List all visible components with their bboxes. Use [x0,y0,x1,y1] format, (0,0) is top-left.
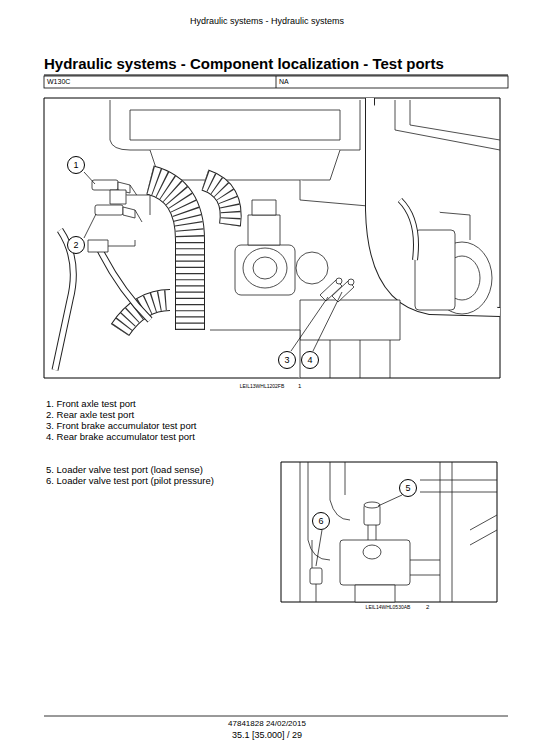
callout-number: 1 [67,156,85,174]
callout-text: 3 [284,356,289,365]
footer-text: 47841828 24/02/2015 [228,720,306,729]
list-item: 5. Loader valve test port (load sense) [46,465,203,475]
label-text: 1. Front axle test port [46,398,136,409]
callout-number: 2 [67,236,85,254]
figure-1 [44,98,500,378]
figure-id: LEIL14WHL0530AB [366,605,411,611]
list-item: 6. Loader valve test port (pilot pressur… [46,476,214,486]
running-header: Hydraulic systems - Hydraulic systems [190,17,344,27]
label-text: 2. Rear axle test port [46,409,134,420]
list-item: 3. Front brake accumulator test port [46,421,196,431]
callout-text: 2 [73,241,78,250]
label-text: 5. Loader valve test port (load sense) [46,464,203,475]
table-cell: W130C [47,78,70,86]
figure-2 [281,462,497,602]
label-text: 2 [426,604,429,610]
list-item: 4. Rear brake accumulator test port [46,432,195,442]
figure-number: 2 [426,604,429,611]
label-text: 3. Front brake accumulator test port [46,420,196,431]
callout-number: 5 [399,479,417,497]
callout-text: 1 [73,161,78,170]
label-text: NA [279,78,289,85]
page-title: Hydraulic systems - Component localizati… [44,56,444,73]
list-item: 1. Front axle test port [46,399,136,409]
label-text: 47841828 24/02/2015 [228,719,306,728]
callout-number: 4 [301,351,319,369]
label-text: LEIL14WHL0530AB [366,604,411,610]
callout-text: 4 [307,356,312,365]
label-text: 1 [298,383,301,389]
callout-text: 6 [318,517,323,526]
label-text: Hydraulic systems - Hydraulic systems [190,16,344,26]
figure-number: 1 [298,383,301,390]
label-text: W130C [47,78,70,85]
label-text: 35.1 [35.000] / 29 [232,730,302,740]
label-text: 4. Rear brake accumulator test port [46,431,195,442]
title-text: Hydraulic systems - Component localizati… [44,55,444,72]
callout-text: 5 [405,484,410,493]
figure-id: LEIL13WHL1202FB [240,384,284,390]
callout-number: 3 [278,351,296,369]
label-text: 6. Loader valve test port (pilot pressur… [46,475,214,486]
label-text: LEIL13WHL1202FB [240,383,284,389]
callout-number: 6 [312,512,330,530]
page-rules [44,75,508,716]
table-cell: NA [279,78,289,86]
list-item: 2. Rear axle test port [46,410,134,420]
page-number: 35.1 [35.000] / 29 [232,731,302,741]
